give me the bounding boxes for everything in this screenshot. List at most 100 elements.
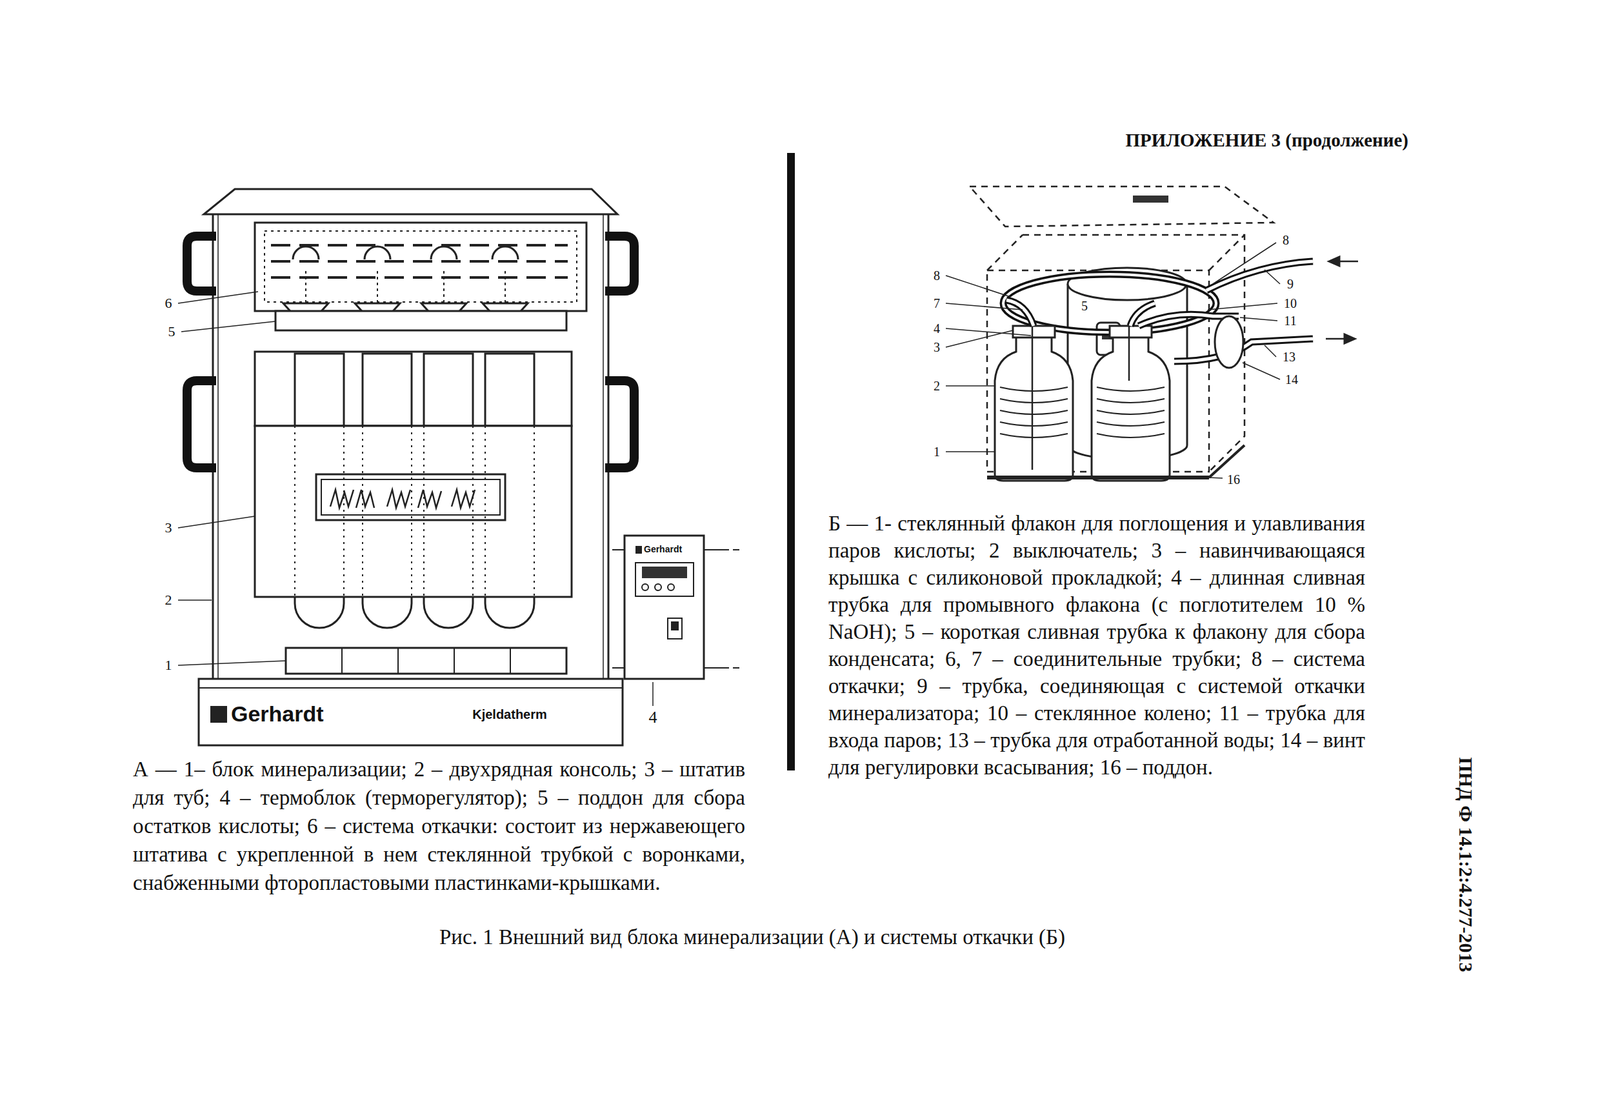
mineralization-block-part (270, 260, 568, 263)
mineralization-block-part (212, 214, 215, 679)
callout-number: 2 (163, 592, 174, 608)
mineralization-block-part (321, 479, 500, 515)
callout-number: 14 (1283, 372, 1300, 387)
exhaust-system (945, 186, 1359, 481)
callout-number: 8 (932, 268, 942, 283)
mineralization-block-part (203, 189, 618, 215)
mineralization-block-part (641, 566, 688, 579)
mineralization-block-part (612, 549, 740, 668)
mineralization-block-part (641, 583, 649, 591)
mineralization-block-part (198, 678, 623, 746)
mineralization-block-part (292, 246, 519, 260)
exhaust-system-part (1003, 274, 1217, 333)
divider-bar (787, 152, 795, 771)
mineralization-block-part (607, 214, 610, 679)
mineralization-block-part (270, 276, 568, 279)
mineralization-block-part (667, 583, 675, 591)
exhaust-system-part (1193, 242, 1280, 479)
exhaust-system-part (1128, 325, 1131, 381)
mineralization-block-part (330, 489, 475, 508)
exhaust-system-part (994, 335, 1073, 481)
callout-number: 11 (1282, 313, 1298, 328)
legend-text-a: А — 1– блок минерализации; 2 – двухрядна… (132, 754, 746, 897)
exhaust-system-part-part (1206, 261, 1313, 291)
mineralization-block-part (264, 230, 577, 302)
mineralization-block-part (254, 351, 572, 426)
callout-number: 8 (1281, 232, 1291, 248)
mineralization-block-part (485, 353, 535, 426)
callout-number: 4 (647, 708, 659, 728)
mineralization-block-part (376, 270, 379, 304)
exhaust-system-part (1096, 387, 1165, 438)
legend-text-b: Б — 1- стеклянный флакон для поглощения … (828, 509, 1366, 781)
exhaust-system-part (969, 186, 1274, 227)
mineralization-block-part (187, 380, 217, 468)
exhaust-system-part (1006, 261, 1313, 362)
model-name: Kjeldatherm (472, 707, 548, 722)
mineralization-block-part (605, 236, 635, 291)
mineralization-block-part (294, 425, 535, 597)
callout-number: 4 (932, 321, 942, 336)
callout-number: 13 (1281, 349, 1297, 364)
brand-logo: Gerhardt (643, 544, 682, 555)
mineralization-block-part (635, 562, 694, 597)
mineralization-block-part (294, 596, 535, 628)
exhaust-system-part (1344, 334, 1355, 344)
mineralization-block-part (635, 545, 642, 554)
exhaust-system-part-part (1206, 261, 1313, 291)
exhaust-system-part (1329, 256, 1340, 266)
mineralization-block (178, 189, 740, 746)
mineralization-block-part (624, 535, 704, 679)
mineralization-block-part (667, 618, 682, 639)
mineralization-block-part (210, 705, 228, 723)
mineralization-block-part (504, 270, 506, 304)
exhaust-system-part (1003, 274, 1217, 333)
mineralization-block-part (316, 474, 506, 520)
mineralization-block-part (362, 353, 412, 426)
mineralization-block-part (341, 647, 511, 674)
exhaust-system-part (1012, 325, 1055, 338)
exhaust-system-part (1091, 335, 1170, 481)
callout-number: 16 (1225, 472, 1242, 487)
exhaust-system-part (1000, 387, 1068, 438)
mineralization-block-part (602, 214, 604, 679)
exhaust-system-part (945, 275, 1031, 452)
callout-number: 1 (932, 444, 942, 459)
mineralization-block-part (187, 236, 217, 291)
mineralization-block-part (198, 687, 623, 689)
mineralization-block-part (285, 647, 567, 674)
exhaust-system-part-part (1006, 300, 1034, 326)
exhaust-system-part (1132, 195, 1169, 203)
exhaust-system-part (1031, 325, 1034, 470)
callout-number: 10 (1282, 296, 1299, 311)
mineralization-block-part (305, 270, 307, 304)
callout-number: 3 (932, 340, 942, 355)
callout-number: 5 (1080, 298, 1090, 313)
exhaust-system-part (1214, 316, 1244, 368)
mineralization-block-part (178, 291, 653, 706)
callout-number: 2 (932, 378, 942, 393)
mineralization-block-part (654, 583, 662, 591)
document-code: ПНД Ф 14.1:2:4.277-2013 (1455, 756, 1477, 972)
mineralization-block-part (443, 270, 445, 304)
figure-caption: Рис. 1 Внешний вид блока минерализации (… (439, 925, 1066, 949)
mineralization-block-part (294, 353, 344, 426)
appendix-heading: ПРИЛОЖЕНИЕ 3 (продолжение) (1125, 130, 1409, 151)
mineralization-block-part (254, 425, 572, 597)
mineralization-block-part (670, 621, 679, 631)
callout-number: 6 (163, 295, 174, 311)
callout-number: 9 (1285, 276, 1295, 291)
mineralization-block-part (605, 380, 635, 468)
callout-number: 5 (167, 323, 177, 340)
mineralization-block-part (254, 222, 587, 311)
exhaust-system-part (1109, 325, 1152, 338)
mineralization-block-part (275, 310, 567, 331)
exhaust-system-part (987, 475, 1210, 480)
mineralization-block-part (423, 353, 473, 426)
callout-number: 3 (163, 520, 174, 536)
callout-number: 1 (163, 657, 174, 673)
brand-logo: Gerhardt (230, 701, 324, 726)
callout-number: 7 (932, 296, 942, 311)
exhaust-system-part (1006, 261, 1313, 362)
